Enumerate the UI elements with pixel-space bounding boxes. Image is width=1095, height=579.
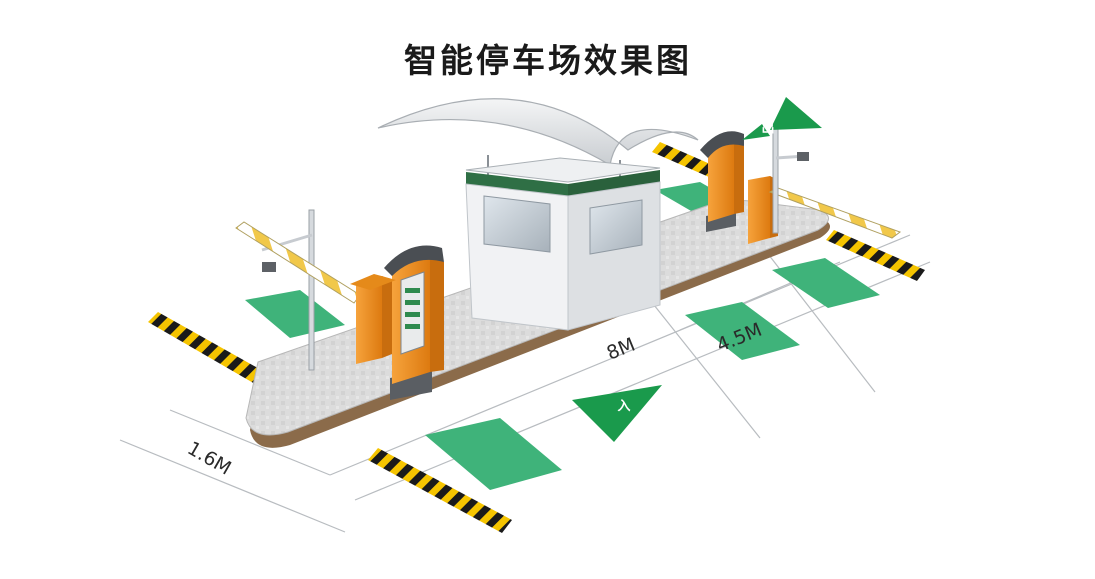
exit-arrow: 出 bbox=[742, 97, 822, 140]
entry-ticket-machine bbox=[384, 245, 444, 400]
entry-barrier-gate bbox=[350, 274, 396, 364]
hazard-stripe-left bbox=[148, 312, 272, 388]
exit-arrow-icon bbox=[770, 97, 822, 130]
booth-roof-trim bbox=[465, 157, 661, 183]
entry-arrow-icon bbox=[572, 385, 662, 442]
lane-mark-left bbox=[245, 290, 345, 338]
hazard-stripes bbox=[148, 142, 925, 533]
booth-window-side bbox=[589, 199, 643, 255]
left-camera-icon bbox=[262, 262, 276, 272]
lane-mark-mid bbox=[685, 302, 800, 360]
lane-mark-right bbox=[772, 258, 880, 308]
right-camera-icon bbox=[797, 152, 809, 161]
page-title: 智能停车场效果图 bbox=[404, 41, 692, 80]
hazard-stripe-front bbox=[368, 448, 512, 533]
canopy-roof bbox=[377, 98, 699, 166]
lane-mark-front bbox=[425, 418, 562, 490]
booth-band-side bbox=[568, 170, 660, 196]
exit-arrow-label: 出 bbox=[761, 120, 774, 136]
dimension-island-width: 1.6M bbox=[184, 437, 235, 479]
exit-ticket-machine bbox=[700, 131, 744, 232]
hazard-stripe-right bbox=[826, 230, 925, 281]
booth-band-front bbox=[466, 172, 568, 196]
guard-booth bbox=[465, 157, 661, 331]
booth-window-front bbox=[483, 195, 551, 253]
entry-arrow: 入 bbox=[572, 385, 662, 442]
entry-arrow-label: 入 bbox=[617, 399, 630, 414]
